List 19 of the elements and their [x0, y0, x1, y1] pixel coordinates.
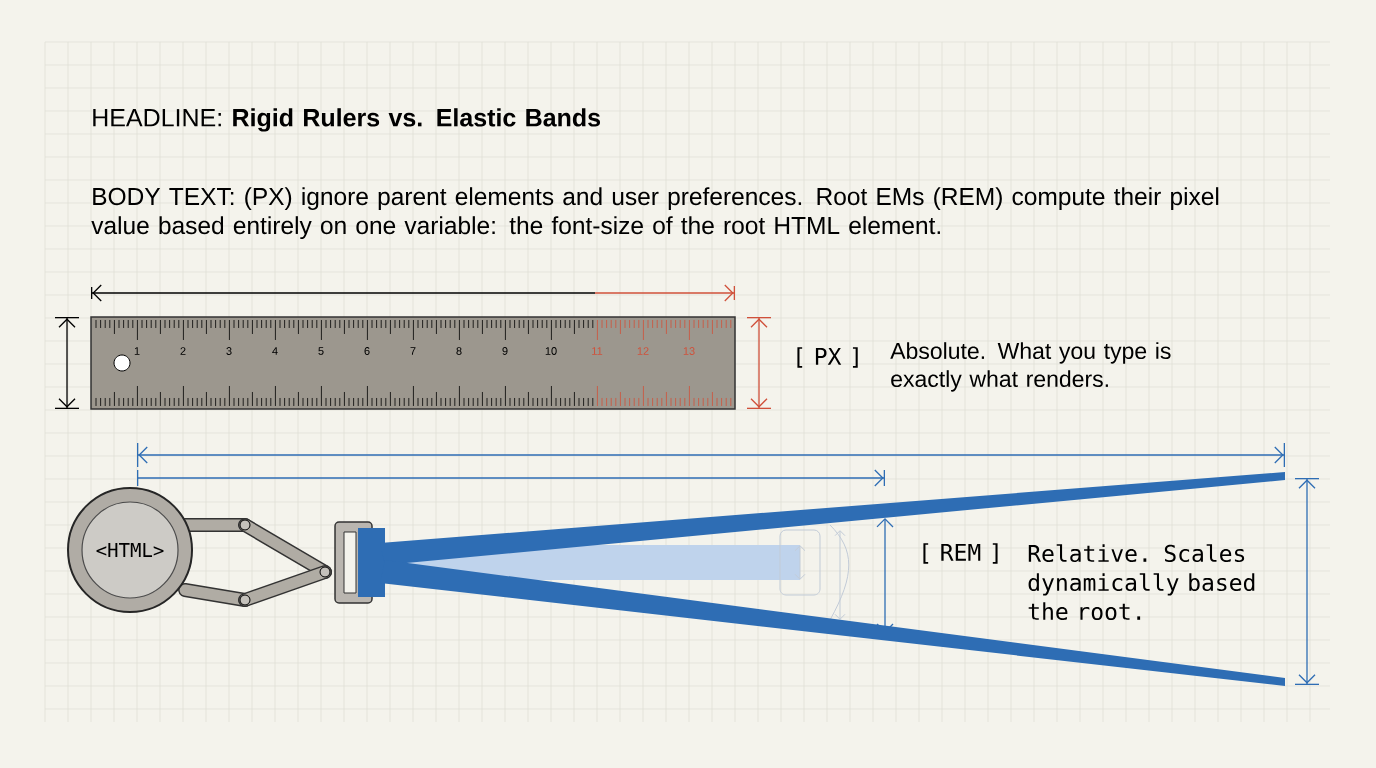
ruler-number: 2 — [180, 347, 186, 355]
ruler-number: 6 — [364, 347, 370, 355]
ruler-number: 13 — [683, 347, 695, 355]
ruler-number: 9 — [502, 347, 508, 355]
ruler-number: 8 — [456, 347, 462, 355]
ruler-number: 11 — [592, 347, 603, 355]
description: Relative. Scales dynamically based the root. — [1028, 544, 1255, 621]
ruler-number: 5 — [318, 347, 324, 355]
description: Absolute. What you type is exactly what renders. — [890, 342, 1171, 392]
unit-tag: [ PX ] — [797, 347, 858, 368]
ruler-number: 7 — [410, 347, 416, 355]
body-text: BODY TEXT: (PX) ignore parent elements and user preferences. Root EMs (REM) compute their pixel value based entirely on one variable: the font-size of the root HTML element. — [91, 187, 1219, 240]
ruler-number: 4 — [272, 347, 278, 355]
ruler-number: 1 — [134, 347, 140, 355]
headline: HEADLINE: Rigid Rulers vs. Elastic Bands — [93, 108, 600, 132]
ruler-number: 12 — [637, 347, 649, 355]
unit-tag: [ REM ] — [923, 543, 998, 564]
ruler-number: 10 — [545, 347, 557, 355]
ruler-number: 3 — [226, 347, 232, 355]
